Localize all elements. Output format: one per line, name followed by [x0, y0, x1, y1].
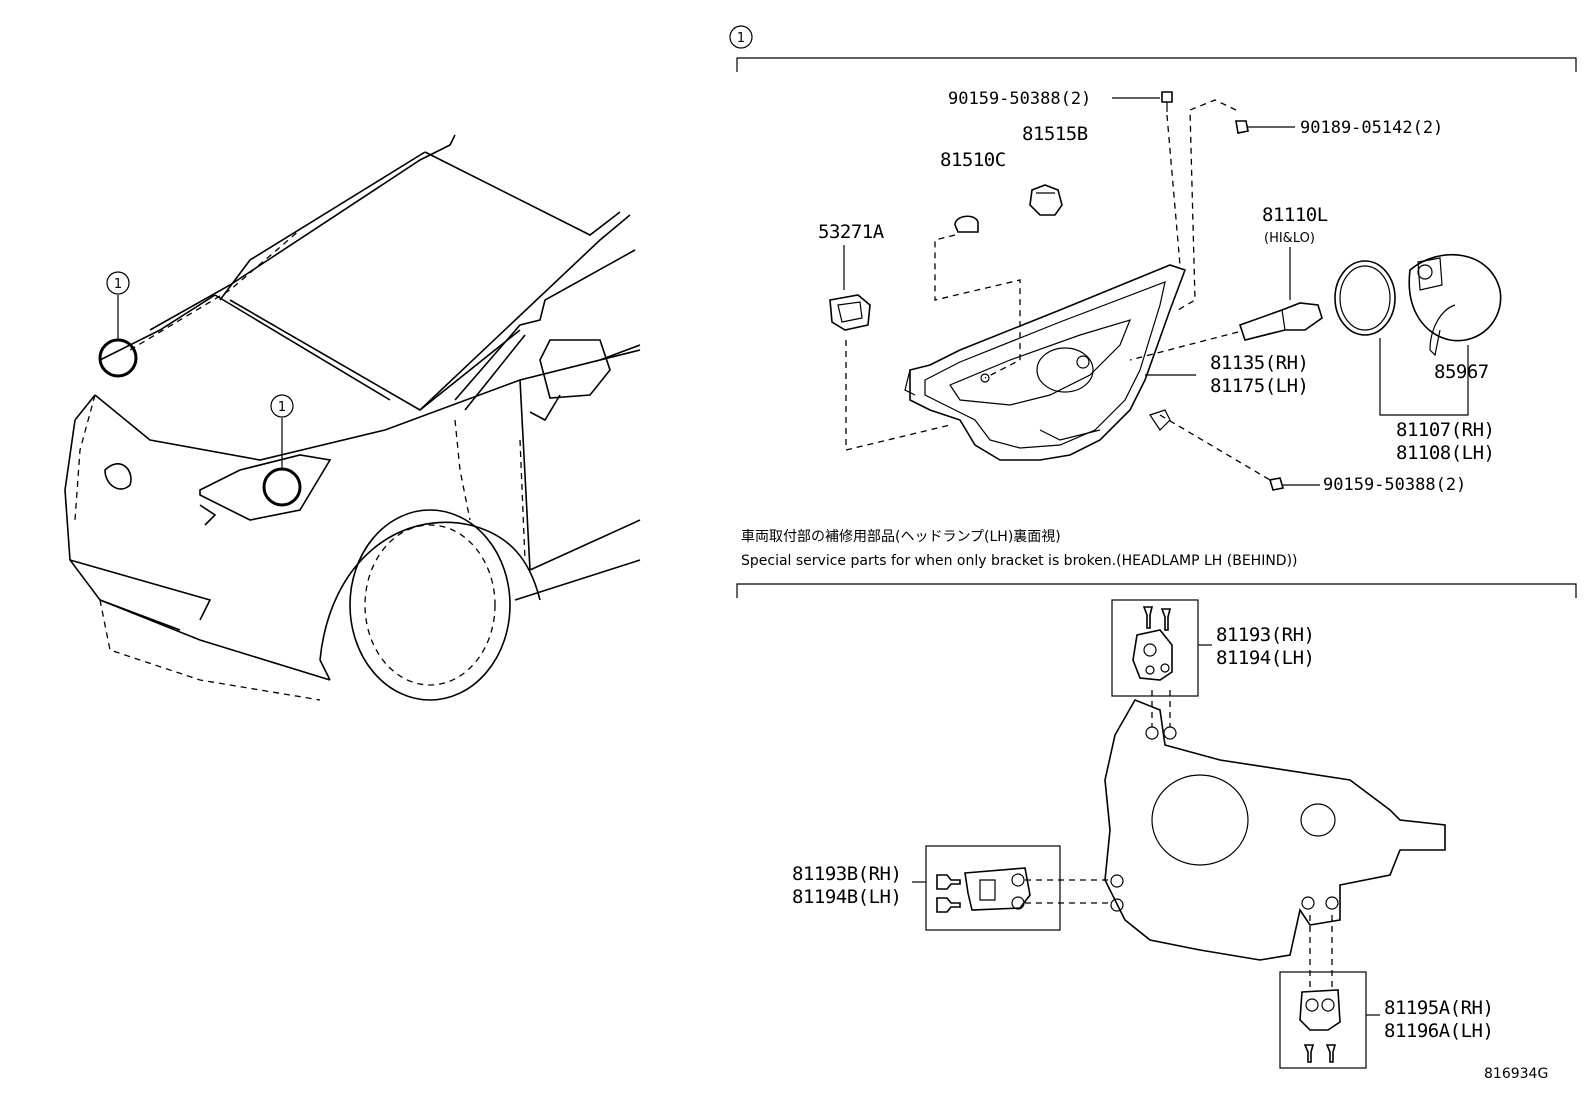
label-81194-lh: 81194(LH) [1216, 647, 1314, 669]
callout-location-right-headlamp [262, 467, 302, 507]
label-53271A: 53271A [818, 221, 885, 243]
label-81510C: 81510C [940, 149, 1006, 171]
car-illustration: 1 1 [64, 134, 641, 701]
section-header-marker-label: 1 [737, 31, 745, 46]
bulb-81510C [954, 215, 979, 233]
hid-bulb-81110L [1238, 302, 1323, 341]
callout-marker-1-b-label: 1 [278, 400, 286, 415]
headlamp-rear-bracket-view: 81193(RH) 81194(LH) 81193B(RH) 81194B(LH… [792, 599, 1494, 1069]
bolt-90159-bottom [1268, 477, 1320, 491]
label-90159-50388-top: 90159-50388(2) [948, 89, 1091, 109]
seal-ring-81107 [1334, 260, 1396, 336]
note-japanese: 車両取付部の補修用部品(ヘッドランプ(LH)裏面視) [741, 528, 1061, 545]
section-bracket-top [736, 57, 1577, 72]
headlamp-housing [909, 264, 1187, 461]
socket-81515B [1029, 184, 1063, 216]
label-81195A-rh: 81195A(RH) [1384, 997, 1493, 1019]
callout-marker-1-b [270, 394, 294, 418]
label-81196A-lh: 81196A(LH) [1384, 1020, 1493, 1042]
label-81135-rh: 81135(RH) [1210, 352, 1308, 374]
bolt-90189 [1235, 120, 1295, 134]
label-81110L-note: (HI&LO) [1264, 231, 1315, 246]
callout-marker-1-a [106, 271, 130, 295]
label-81515B: 81515B [1022, 123, 1088, 145]
headlamp-rear-outline [1104, 698, 1446, 961]
headlamp-exploded-view: 1 90159-50388(2) 90189-05142(2) 81515B [729, 25, 1577, 495]
box-81193B [925, 845, 1061, 931]
section-bracket-bottom [736, 583, 1577, 598]
bolt-90159-top [1112, 91, 1173, 112]
ballast-85967 [1408, 253, 1502, 342]
label-81193-rh: 81193(RH) [1216, 624, 1314, 646]
label-85967: 85967 [1434, 361, 1489, 383]
label-81175-lh: 81175(LH) [1210, 375, 1308, 397]
label-81107-rh: 81107(RH) [1396, 419, 1494, 441]
note-english: Special service parts for when only brac… [741, 553, 1298, 569]
label-81194B-lh: 81194B(LH) [792, 886, 901, 908]
bracket-81195A [1299, 989, 1341, 1031]
box-81193 [1111, 599, 1199, 697]
label-90189-05142: 90189-05142(2) [1300, 118, 1443, 138]
figure-id: 816934G [1484, 1066, 1548, 1082]
box-81195A [1279, 971, 1367, 1069]
label-81108-lh: 81108(LH) [1396, 442, 1494, 464]
label-81110L: 81110L [1262, 204, 1328, 226]
bracket-53271A [829, 294, 871, 331]
label-81193B-rh: 81193B(RH) [792, 863, 901, 885]
callout-marker-1-a-label: 1 [114, 277, 122, 292]
label-90159-50388-bottom: 90159-50388(2) [1323, 475, 1466, 495]
section-header-marker [729, 25, 753, 49]
